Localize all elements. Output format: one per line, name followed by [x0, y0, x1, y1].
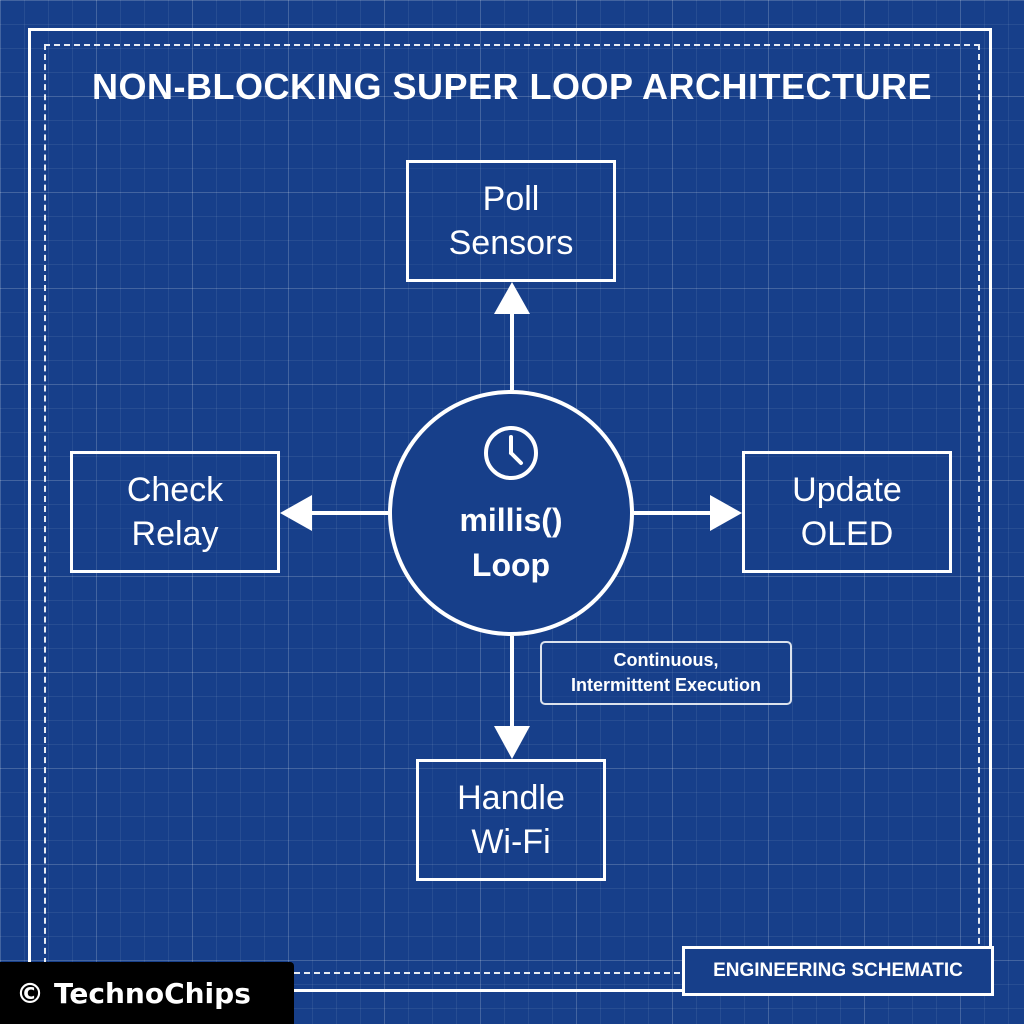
node-handle-wifi: Handle Wi-Fi — [416, 759, 606, 881]
node-poll-sensors-line1: Poll — [482, 180, 540, 218]
node-poll-sensors-line2: Sensors — [448, 224, 574, 262]
millis-loop-hub: millis() Loop — [388, 390, 634, 636]
execution-note-line1: Continuous, — [613, 650, 719, 670]
node-check-relay: Check Relay — [70, 451, 280, 573]
inner-dashed-frame — [44, 44, 980, 974]
arrowhead-left — [280, 495, 312, 531]
arrowhead-right — [710, 495, 742, 531]
node-handle-wifi-line2: Wi-Fi — [471, 823, 551, 861]
node-update-oled-line1: Update — [792, 471, 902, 509]
node-poll-sensors: Poll Sensors — [406, 160, 616, 282]
hub-label-line1: millis() — [459, 502, 563, 538]
watermark-text: TechnoChips — [54, 976, 251, 1010]
execution-note: Continuous, Intermittent Execution — [540, 641, 792, 705]
engineering-schematic-stamp: ENGINEERING SCHEMATIC — [682, 946, 994, 996]
arrowhead-up — [494, 282, 530, 314]
node-handle-wifi-line1: Handle — [457, 779, 565, 817]
hub-label-line2: Loop — [471, 547, 551, 583]
diagram-title: NON-BLOCKING SUPER LOOP ARCHITECTURE — [91, 66, 933, 107]
copyright-icon: © — [16, 976, 44, 1010]
execution-note-line2: Intermittent Execution — [570, 675, 762, 695]
node-check-relay-line2: Relay — [131, 515, 219, 553]
arrowhead-down — [494, 726, 530, 759]
node-check-relay-line1: Check — [126, 471, 224, 509]
clock-icon — [484, 426, 538, 480]
watermark: © TechnoChips — [0, 962, 294, 1024]
outer-frame — [28, 28, 992, 992]
node-update-oled: Update OLED — [742, 451, 952, 573]
node-update-oled-line2: OLED — [800, 515, 894, 553]
